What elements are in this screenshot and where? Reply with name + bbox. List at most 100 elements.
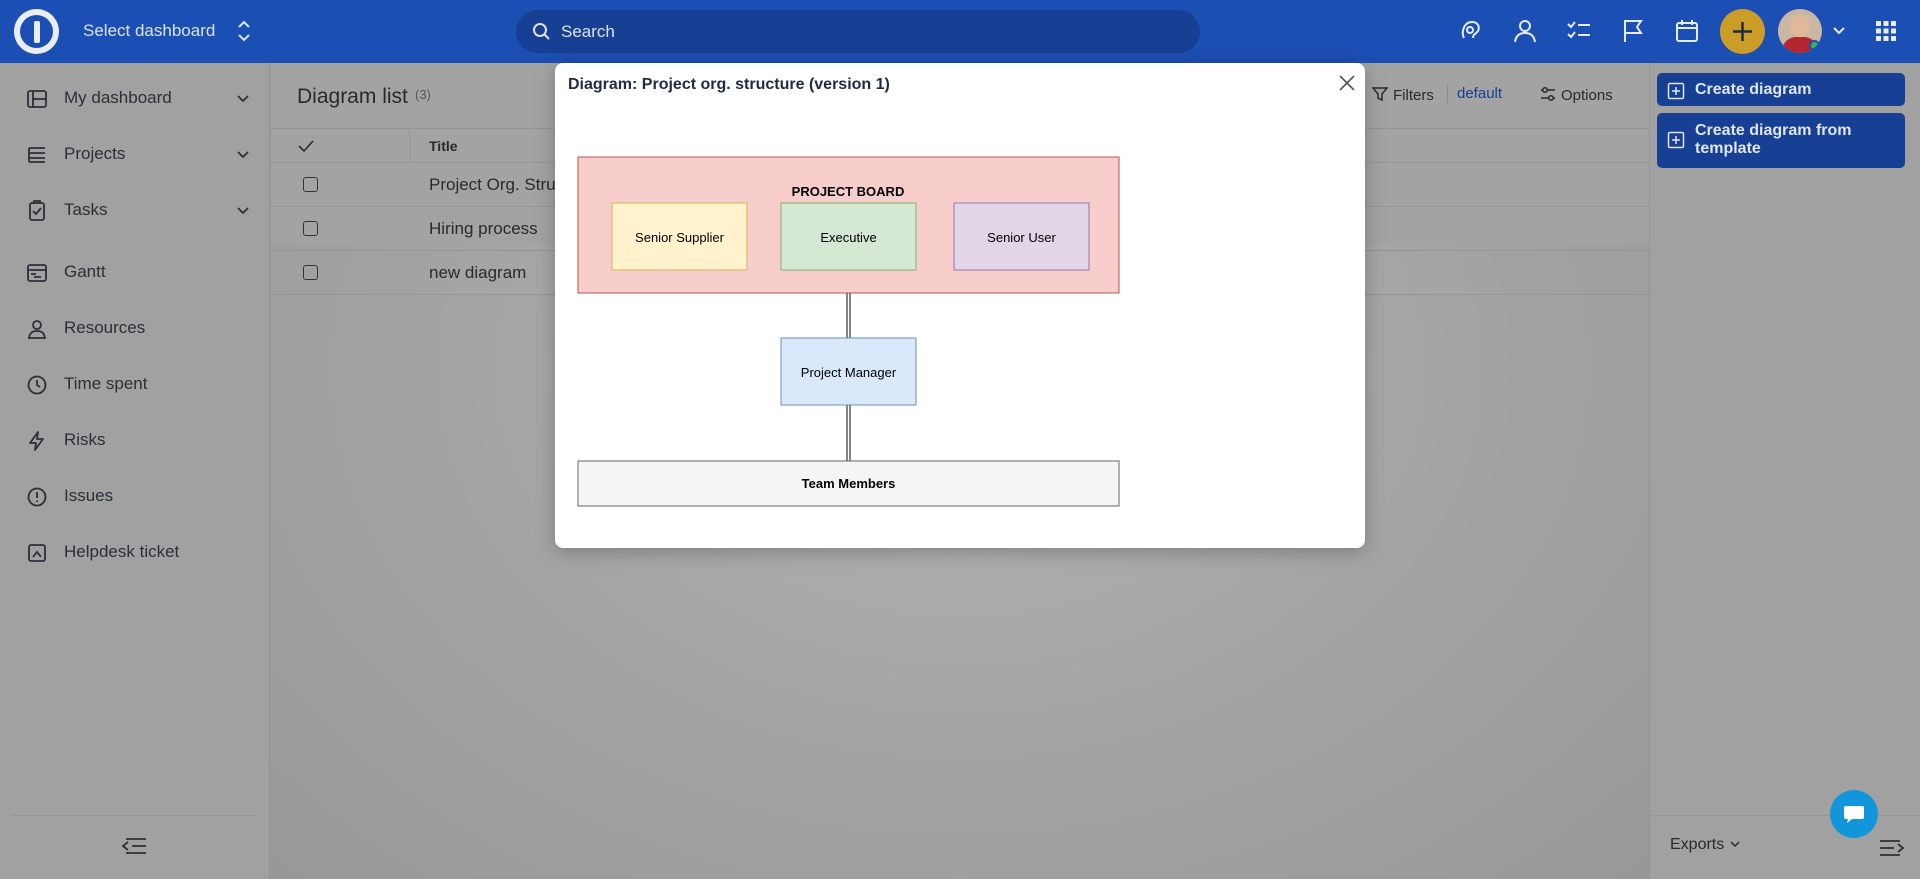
connector-pm-team <box>846 405 851 461</box>
sidebar-item-label: Risks <box>64 430 106 449</box>
select-all-check-icon[interactable] <box>297 138 315 154</box>
sidebar: My dashboard Projects Tasks Gantt Resour… <box>0 63 270 879</box>
org-diagram: PROJECT BOARD Senior Supplier Executive … <box>577 156 1120 507</box>
sidebar-item-label: Tasks <box>64 200 108 219</box>
options-label: Options <box>1561 87 1613 104</box>
user-icon[interactable] <box>1510 16 1540 46</box>
sidebar-item-resources[interactable]: Resources <box>0 308 270 348</box>
project-manager-box <box>780 337 917 406</box>
collapse-right-panel-icon[interactable] <box>1878 837 1906 859</box>
sidebar-divider <box>12 815 258 816</box>
dashboard-select[interactable]: Select dashboard <box>83 21 216 40</box>
top-bar: Select dashboard Search <box>0 0 1920 63</box>
executive-box <box>780 202 917 271</box>
project-manager-label: Project Manager <box>801 365 897 380</box>
modal-title: Diagram: Project org. structure (version… <box>568 76 890 93</box>
exports-label: Exports <box>1670 836 1725 853</box>
chat-button[interactable] <box>1830 790 1878 838</box>
executive-label: Executive <box>820 230 876 245</box>
row-title[interactable]: Project Org. Struc <box>429 175 565 194</box>
search-icon <box>533 23 550 40</box>
dashboard-icon <box>27 90 47 108</box>
chevron-down-icon <box>1730 841 1740 848</box>
filter-default-link[interactable]: default <box>1457 85 1503 102</box>
alert-icon <box>27 487 47 507</box>
project-board-label: PROJECT BOARD <box>792 184 905 199</box>
updown-chevron-icon[interactable] <box>236 18 252 44</box>
chevron-down-icon[interactable] <box>1832 24 1846 38</box>
app-logo[interactable] <box>14 9 59 54</box>
clock-icon <box>27 375 47 395</box>
close-icon[interactable] <box>1337 73 1357 93</box>
main-content: Diagram list (3) Filters default Options… <box>271 63 1649 879</box>
avatar[interactable] <box>1778 9 1822 53</box>
create-from-template-label: Create diagram from <box>1695 122 1852 139</box>
calendar-icon[interactable] <box>1672 16 1702 46</box>
team-members-box <box>577 460 1120 507</box>
sidebar-item-projects[interactable]: Projects <box>0 134 270 174</box>
row-title[interactable]: Hiring process <box>429 219 538 238</box>
connector-board-pm <box>846 293 851 338</box>
sidebar-item-time-spent[interactable]: Time spent <box>0 364 270 404</box>
add-box-icon <box>1667 82 1685 100</box>
column-header-title[interactable]: Title <box>429 138 458 154</box>
row-checkbox[interactable] <box>303 177 318 192</box>
projects-icon <box>28 147 45 163</box>
create-from-template-label-2: template <box>1695 140 1761 157</box>
search-input[interactable]: Search <box>516 10 1200 53</box>
tasks-icon <box>29 200 45 221</box>
sidebar-item-tasks[interactable]: Tasks <box>0 190 270 230</box>
apps-grid-icon[interactable] <box>1871 16 1901 46</box>
sidebar-item-label: Gantt <box>64 262 106 281</box>
sidebar-item-label: Helpdesk ticket <box>64 542 180 561</box>
create-diagram-label: Create diagram <box>1695 81 1812 98</box>
sidebar-item-label: Issues <box>64 486 114 505</box>
filter-divider <box>1447 85 1448 103</box>
gantt-icon <box>27 264 47 282</box>
sidebar-item-label: Time spent <box>64 374 148 393</box>
create-diagram-button[interactable]: Create diagram <box>1657 73 1905 106</box>
chevron-down-icon[interactable] <box>236 92 250 106</box>
filters-label: Filters <box>1393 87 1434 104</box>
row-checkbox[interactable] <box>303 221 318 236</box>
sidebar-item-gantt[interactable]: Gantt <box>0 252 270 292</box>
add-box-icon <box>1667 131 1685 149</box>
sidebar-item-issues[interactable]: Issues <box>0 476 270 516</box>
filter-icon <box>1371 87 1389 102</box>
search-placeholder: Search <box>561 22 615 41</box>
team-members-label: Team Members <box>802 476 896 491</box>
checklist-icon[interactable] <box>1564 16 1594 46</box>
row-checkbox[interactable] <box>303 265 318 280</box>
collapse-sidebar-icon[interactable] <box>120 835 148 857</box>
lightning-icon <box>29 431 44 451</box>
resources-icon <box>27 320 47 339</box>
sidebar-item-helpdesk-ticket[interactable]: Helpdesk ticket <box>0 532 270 572</box>
diagram-modal: Diagram: Project org. structure (version… <box>555 63 1365 548</box>
senior-supplier-box <box>611 202 748 271</box>
senior-user-box <box>953 202 1090 271</box>
chevron-down-icon[interactable] <box>236 204 250 218</box>
right-panel: Create diagram Create diagram from templ… <box>1649 63 1920 879</box>
sidebar-item-label: Projects <box>64 144 126 163</box>
create-diagram-from-template-button[interactable]: Create diagram from template <box>1657 113 1905 168</box>
sidebar-item-label: Resources <box>64 318 146 337</box>
plus-icon <box>1733 22 1752 41</box>
helpdesk-icon <box>28 544 46 562</box>
senior-supplier-label: Senior Supplier <box>635 230 725 245</box>
flag-icon[interactable] <box>1618 16 1648 46</box>
row-title[interactable]: new diagram <box>429 263 527 282</box>
sidebar-item-my-dashboard[interactable]: My dashboard <box>0 78 270 118</box>
options-icon <box>1541 87 1555 101</box>
quick-add-button[interactable] <box>1720 9 1765 54</box>
page-title: Diagram list <box>297 85 408 108</box>
right-panel-divider <box>1650 815 1920 816</box>
sidebar-item-label: My dashboard <box>64 88 172 107</box>
help-icon[interactable] <box>1456 16 1486 46</box>
options-button[interactable]: Options <box>1539 85 1613 104</box>
filters-button[interactable]: Filters <box>1371 85 1434 104</box>
chat-icon <box>1844 806 1864 823</box>
exports-dropdown[interactable]: Exports <box>1670 836 1740 854</box>
sidebar-item-risks[interactable]: Risks <box>0 420 270 460</box>
senior-user-label: Senior User <box>987 230 1056 245</box>
chevron-down-icon[interactable] <box>236 148 250 162</box>
